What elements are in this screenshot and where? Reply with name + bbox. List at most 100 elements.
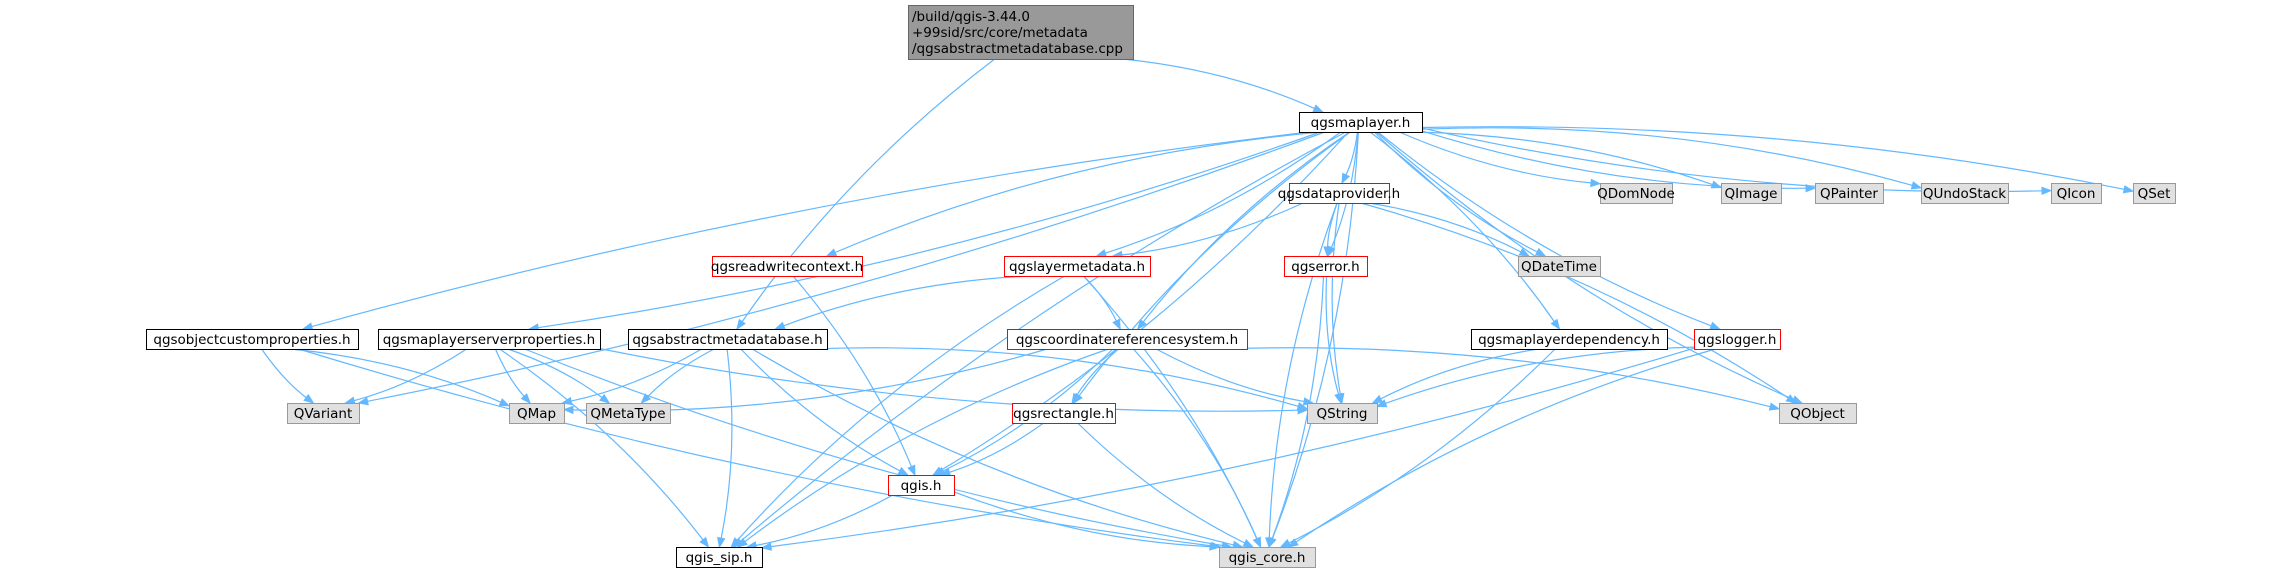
node-qgsdataprovider[interactable]: qgsdataprovider.h	[1278, 183, 1400, 204]
edge-qgslayermetadata-to-qgscoordinatereferencesystem	[1083, 275, 1121, 331]
nodes-layer: /build/qgis-3.44.0+99sid/src/core/metada…	[146, 5, 2176, 568]
node-qstring[interactable]: QString	[1307, 403, 1378, 424]
node-label: /build/qgis-3.44.0	[912, 9, 1030, 25]
node-label: qgscoordinatereferencesystem.h	[1016, 332, 1238, 348]
edge-qgscoordinatereferencesystem-to-qgsrectangle	[1071, 348, 1119, 405]
edge-qgsmaplayerserverproperties-to-qmetatype	[507, 348, 611, 404]
node-label: qgslayermetadata.h	[1009, 259, 1145, 275]
node-qundostack[interactable]: QUndoStack	[1921, 183, 2009, 204]
edge-qgsmaplayer-to-qgsreadwritecontext	[825, 131, 1321, 257]
node-box	[1600, 183, 1673, 204]
node-qgis[interactable]: qgis.h	[888, 475, 955, 496]
node-label: qgsobjectcustomproperties.h	[153, 332, 350, 348]
node-label: qgsmaplayer.h	[1311, 115, 1411, 131]
node-qgslogger[interactable]: qgslogger.h	[1694, 329, 1781, 350]
node-qmap[interactable]: QMap	[509, 403, 565, 424]
edge-qgsmaplayerserverproperties-to-qmap	[494, 348, 532, 405]
edge-qgsabstractmetadatabase-to-qgis_sip	[717, 348, 733, 549]
node-box	[1779, 403, 1857, 424]
node-label: qgsreadwritecontext.h	[711, 259, 863, 275]
node-box	[287, 403, 360, 424]
edge-qgsmaplayer-to-qvariant	[357, 131, 1326, 406]
node-box	[509, 403, 565, 424]
node-box	[1219, 547, 1316, 568]
node-box	[1299, 112, 1423, 133]
node-box	[146, 329, 359, 350]
node-box	[1289, 183, 1390, 204]
node-qgscoordinatereferencesystem[interactable]: qgscoordinatereferencesystem.h	[1007, 329, 1248, 350]
edge-qgsdataprovider-to-qdatetime	[1369, 202, 1531, 257]
edge-qgsdataprovider-to-qobject	[1360, 202, 1797, 404]
node-box	[1012, 403, 1116, 424]
edges-layer	[261, 58, 2135, 551]
node-qimage[interactable]: QImage	[1721, 183, 1782, 204]
node-qgsobjectcustomproperties[interactable]: qgsobjectcustomproperties.h	[146, 329, 359, 350]
node-label: qgsrectangle.h	[1013, 406, 1114, 422]
node-qpainter[interactable]: QPainter	[1815, 183, 1884, 204]
node-qset[interactable]: QSet	[2133, 183, 2176, 204]
node-qgserror[interactable]: qgserror.h	[1284, 256, 1368, 277]
edge-qgsrectangle-to-qgis_core	[1077, 422, 1255, 548]
node-box	[2133, 183, 2176, 204]
edge-qgsmaplayer-to-qgsdataprovider	[1341, 131, 1359, 185]
edge-qgslogger-to-qgis_sip	[760, 347, 1695, 551]
node-box	[1694, 329, 1781, 350]
node-qgsabstractmetadatabase[interactable]: qgsabstractmetadatabase.h	[628, 329, 828, 350]
node-root[interactable]: /build/qgis-3.44.0+99sid/src/core/metada…	[908, 5, 1134, 60]
node-qgsmaplayerdependency[interactable]: qgsmaplayerdependency.h	[1471, 329, 1668, 350]
edge-qgslogger-to-qstring	[1375, 346, 1695, 408]
edge-qgscoordinatereferencesystem-to-qobject	[1220, 347, 1781, 411]
node-label: QDateTime	[1521, 259, 1597, 275]
node-qgis_sip[interactable]: qgis_sip.h	[676, 547, 763, 568]
node-box	[1815, 183, 1884, 204]
node-label: qgsabstractmetadatabase.h	[632, 332, 822, 348]
node-box	[1007, 329, 1248, 350]
node-label: +99sid/src/core/metadata	[912, 25, 1088, 41]
node-qdatetime[interactable]: QDateTime	[1518, 256, 1601, 277]
edge-qgslayermetadata-to-qgsabstractmetadatabase	[774, 275, 1030, 330]
node-box	[1471, 329, 1668, 350]
edge-qgslogger-to-qgis_core	[1287, 348, 1716, 548]
edge-qgsabstractmetadatabase-to-qmetatype	[640, 348, 715, 404]
node-label: QUndoStack	[1923, 186, 2006, 202]
edge-qgsabstractmetadatabase-to-qstring	[810, 347, 1309, 411]
node-qmetatype[interactable]: QMetaType	[586, 403, 671, 424]
node-label: qgsmaplayerdependency.h	[1478, 332, 1660, 348]
node-qgsreadwritecontext[interactable]: qgsreadwritecontext.h	[711, 256, 863, 277]
edge-qgsmaplayer-to-qgsmaplayerdependency	[1369, 131, 1561, 331]
edge-qgscoordinatereferencesystem-to-qgis_core	[1132, 348, 1262, 549]
node-qgsmaplayer[interactable]: qgsmaplayer.h	[1299, 112, 1423, 133]
edge-qgis-to-qgis_sip	[745, 494, 894, 550]
node-qgsmaplayerserverproperties[interactable]: qgsmaplayerserverproperties.h	[378, 329, 601, 350]
node-qgis_core[interactable]: qgis_core.h	[1219, 547, 1316, 568]
node-box	[1518, 256, 1601, 277]
edge-qgsmaplayer-to-qgslogger	[1377, 131, 1721, 330]
node-qicon[interactable]: QIcon	[2051, 183, 2102, 204]
edge-root-to-qgsabstractmetadatabase	[736, 58, 996, 331]
edge-qgsmaplayerdependency-to-qstring	[1371, 348, 1539, 404]
edge-qgscoordinatereferencesystem-to-qgis_sip	[736, 348, 1109, 548]
node-label: QSet	[2138, 186, 2171, 202]
node-box	[888, 475, 955, 496]
edge-qgsobjectcustomproperties-to-qmap	[290, 348, 511, 407]
node-qdomnode[interactable]: QDomNode	[1597, 183, 1675, 204]
node-label: QIcon	[2057, 186, 2096, 202]
node-qgsrectangle[interactable]: qgsrectangle.h	[1012, 403, 1116, 424]
node-box	[1921, 183, 2009, 204]
node-label: /qgsabstractmetadatabase.cpp	[912, 41, 1123, 57]
node-qgslayermetadata[interactable]: qgslayermetadata.h	[1004, 256, 1151, 277]
node-box	[712, 256, 863, 277]
edge-root-to-qgsmaplayer	[1122, 58, 1324, 113]
edge-qgsmaplayer-to-qgsmaplayerserverproperties	[527, 131, 1321, 332]
node-box	[1721, 183, 1782, 204]
node-qobject[interactable]: QObject	[1779, 403, 1857, 424]
edge-qgsmaplayerserverproperties-to-qvariant	[344, 348, 467, 405]
node-label: QObject	[1790, 406, 1845, 422]
node-box	[676, 547, 763, 568]
node-box	[1284, 256, 1368, 277]
node-label: qgslogger.h	[1698, 332, 1777, 348]
node-box	[2051, 183, 2102, 204]
node-qvariant[interactable]: QVariant	[287, 403, 360, 424]
node-label: qgis_core.h	[1229, 550, 1306, 566]
